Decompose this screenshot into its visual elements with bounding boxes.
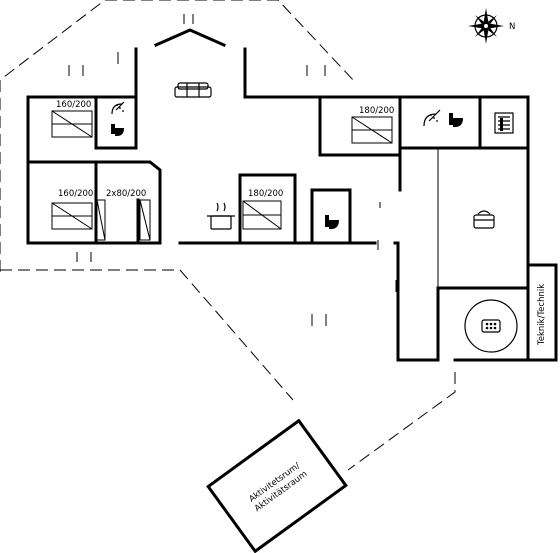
sofa-icon (174, 82, 212, 98)
bed-center: 180/200 (242, 189, 283, 230)
living-area-frame (437, 147, 529, 289)
tech-room-label: Teknik/Technik (537, 284, 547, 346)
bed-sw: 160/200 (51, 189, 93, 230)
window-marks (68, 14, 397, 326)
sauna-icon (494, 112, 514, 134)
cooking-pot-icon (207, 202, 235, 230)
bed-ne-label: 180/200 (359, 106, 394, 116)
shower-icon (111, 101, 125, 115)
fireplace-icon (473, 210, 495, 229)
compass-north-label: N (509, 22, 515, 32)
toilet-icon (111, 124, 124, 136)
toilet-icon (325, 215, 339, 229)
spa-bath-icon (464, 299, 518, 353)
toilet-icon (449, 113, 463, 127)
shower-icon (423, 109, 441, 127)
activity-room: Aktivitetsrum/ Aktivitätsraum (206, 418, 348, 553)
compass-rose-icon (468, 8, 504, 44)
bunk-beds: 2x80/200 (96, 189, 151, 241)
gable-roof (154, 28, 226, 47)
bed-center-label: 180/200 (248, 189, 283, 199)
bed-nw-label: 160/200 (56, 100, 91, 110)
bed-ne: 180/200 (351, 106, 394, 144)
bed-nw: 160/200 (51, 100, 93, 138)
exterior-walls (26, 47, 558, 362)
bunk-label: 2x80/200 (106, 189, 146, 199)
terrace-outline (0, 0, 456, 471)
bed-sw-label: 160/200 (58, 189, 93, 199)
